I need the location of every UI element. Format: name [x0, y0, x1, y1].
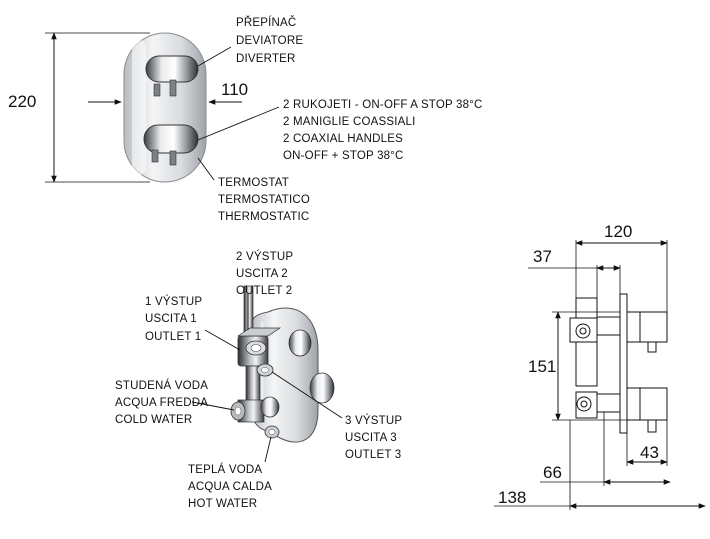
handles-label: 2 RUKOJETI - ON-OFF A STOP 38°C 2 MANIGL… — [283, 99, 486, 162]
side-diverter-handle — [626, 311, 668, 343]
dim-138-label: 138 — [498, 488, 526, 507]
diverter-label: PŘEPÍNAČ DEVIATORE DIVERTER — [236, 16, 307, 65]
dim-110-label: 110 — [221, 80, 248, 99]
side-view — [494, 240, 706, 510]
dim-151-label: 151 — [528, 357, 556, 376]
thermostat-label: TERMOSTAT TERMOSTATICO THERMOSTATIC — [218, 177, 313, 223]
dim-37-label: 37 — [533, 247, 552, 266]
cold-water-label: STUDENÁ VODA ACQUA FREDDA COLD WATER — [115, 379, 211, 426]
dim-220-label: 220 — [8, 92, 36, 111]
outlet-3-label: 3 VÝSTUP USCITA 3 OUTLET 3 — [345, 414, 405, 461]
isometric-view: 2 VÝSTUP USCITA 2 OUTLET 2 1 VÝSTUP USCI… — [115, 250, 405, 510]
side-thermostat-handle — [626, 387, 668, 421]
hot-water-label: TEPLÁ VODA ACQUA CALDA HOT WATER — [188, 463, 275, 510]
dim-120-label: 120 — [604, 222, 632, 241]
diverter-handle — [145, 55, 199, 97]
side-cover-plate — [619, 293, 628, 434]
thermostat-handle — [143, 124, 199, 166]
front-view: 220 110 PŘEPÍNAČ DEVIATORE DIVERTER — [8, 16, 486, 223]
dim-66-label: 66 — [543, 463, 562, 482]
dim-43-label: 43 — [640, 443, 659, 462]
outlet-2-label: 2 VÝSTUP USCITA 2 OUTLET 2 — [236, 250, 296, 297]
outlet-1-label: 1 VÝSTUP USCITA 1 OUTLET 1 — [145, 295, 205, 343]
